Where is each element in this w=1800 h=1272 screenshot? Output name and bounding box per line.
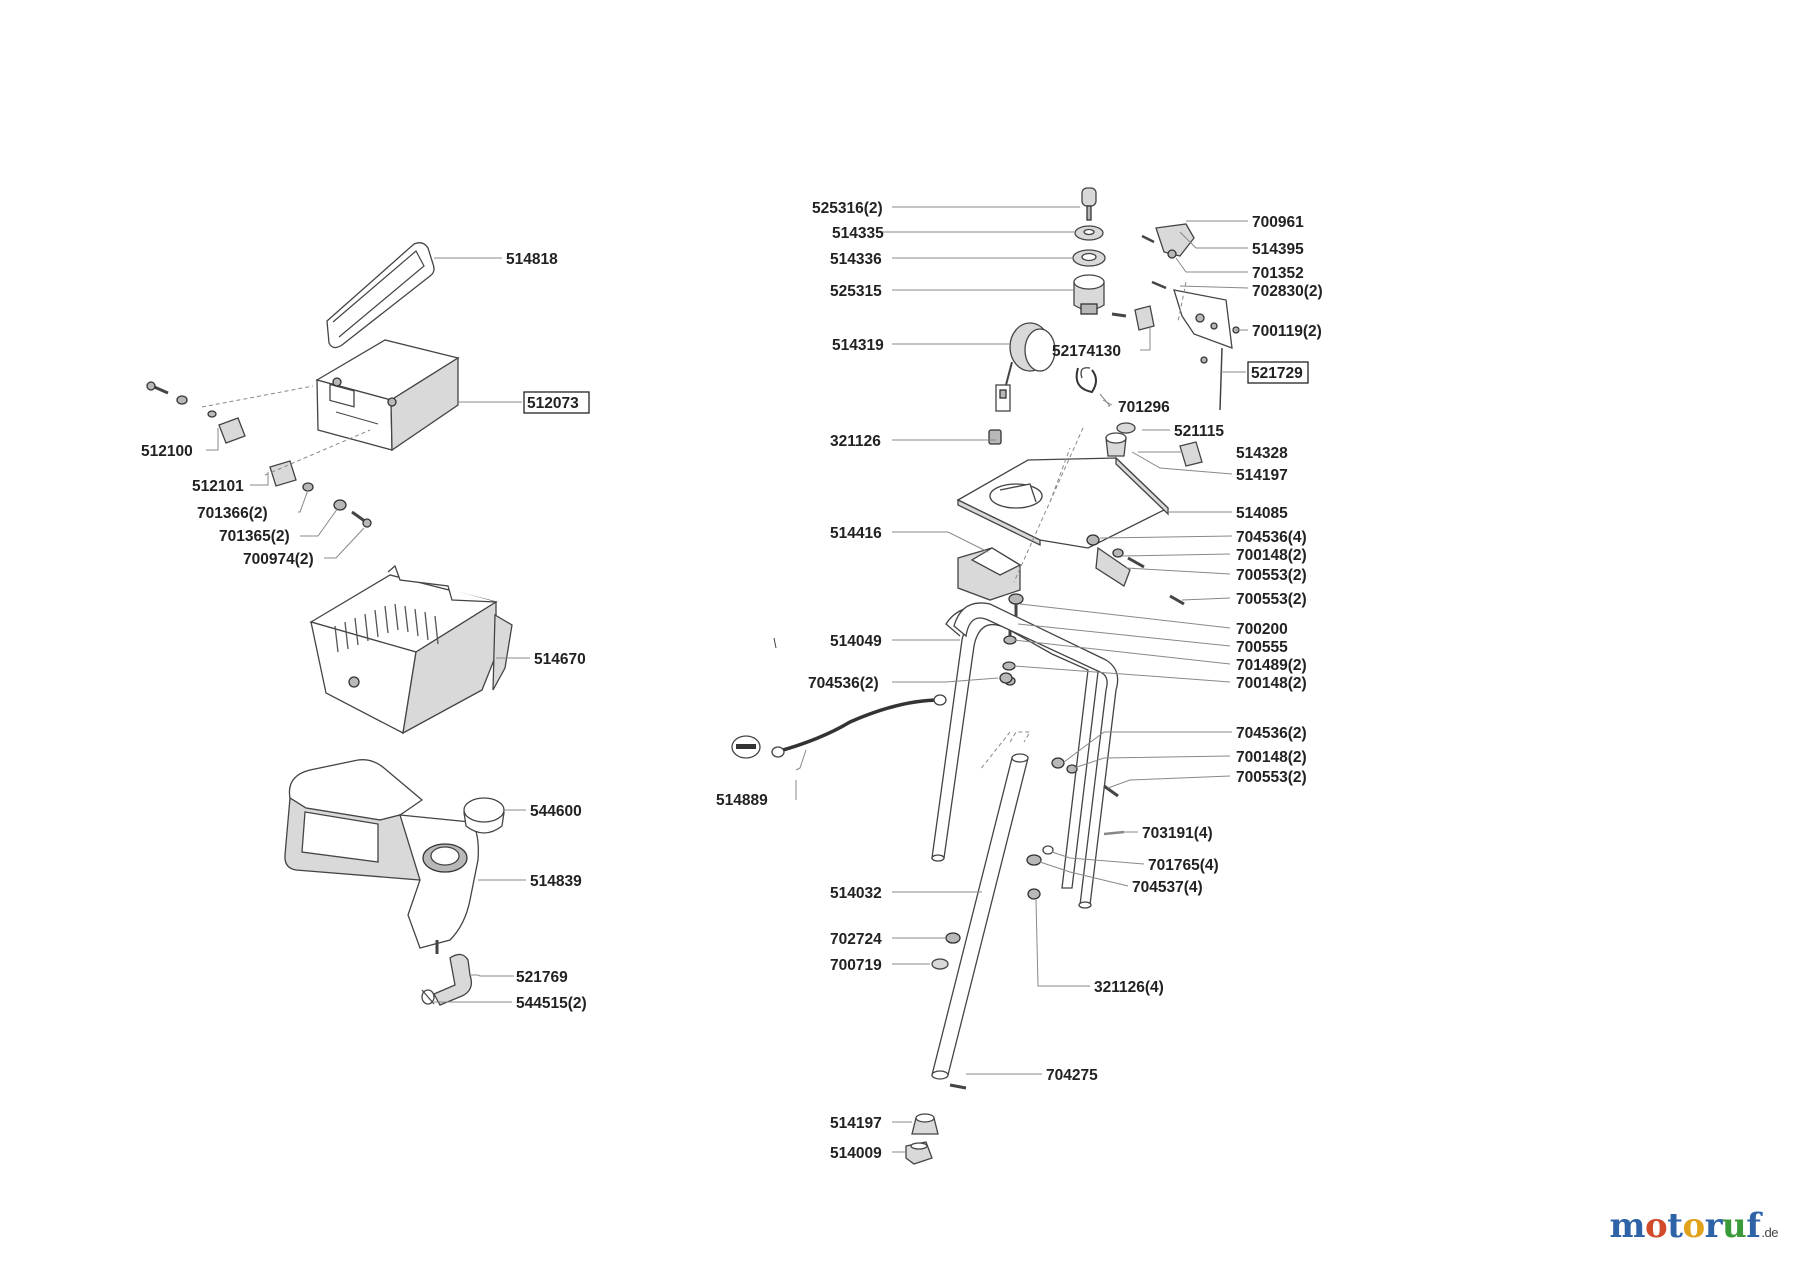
- part-label: 700148(2): [1236, 749, 1307, 766]
- logo-suffix: .de: [1761, 1225, 1778, 1240]
- part-label: 704275: [1046, 1067, 1098, 1084]
- part-label: 701765(4): [1148, 857, 1219, 874]
- logo-letter: o: [1645, 1206, 1668, 1246]
- part-label: 701365(2): [219, 528, 290, 545]
- leader-lines: [206, 206, 1249, 1153]
- part-label: 52174130: [1052, 343, 1121, 360]
- part-label: 512101: [192, 478, 244, 495]
- part-label: 701296: [1118, 399, 1170, 416]
- ignition-switch-drawing: [1072, 187, 1106, 315]
- part-label: 514197: [830, 1115, 882, 1132]
- logo-letter: o: [1682, 1206, 1705, 1246]
- fuel-tank-drawing: [284, 759, 479, 954]
- battery-drawing: [315, 339, 460, 452]
- part-label: 701352: [1252, 265, 1304, 282]
- part-label: 700119(2): [1252, 323, 1322, 340]
- part-label: 525316(2): [812, 200, 883, 217]
- battery-terminal-parts-drawing: [146, 381, 372, 528]
- part-label: 704536(2): [1236, 725, 1307, 742]
- part-label: 321126(4): [1094, 979, 1164, 996]
- part-label: 521729: [1251, 365, 1303, 382]
- buzzer-drawing: [995, 322, 1056, 412]
- part-label: 700555: [1236, 639, 1288, 656]
- part-label: 702724: [830, 931, 882, 948]
- logo-letter: r: [1704, 1206, 1723, 1246]
- part-label: 512100: [141, 443, 193, 460]
- part-label: 702830(2): [1252, 283, 1323, 300]
- part-label: 704536(2): [808, 675, 879, 692]
- part-label: 514839: [530, 873, 582, 890]
- part-label: 514085: [1236, 505, 1288, 522]
- part-labels: 514818 512073 512100 512101 701366(2) 70…: [141, 200, 1323, 1162]
- part-label: 700974(2): [243, 551, 314, 568]
- part-label: 700148(2): [1236, 675, 1307, 692]
- part-label-box: [1247, 361, 1309, 384]
- motoruf-logo: motoruf.de: [1609, 1206, 1779, 1246]
- part-label: 514009: [830, 1145, 882, 1162]
- part-label: 700553(2): [1236, 567, 1307, 584]
- part-label: 544600: [530, 803, 582, 820]
- part-label: 321126: [830, 433, 881, 450]
- part-label: 514416: [830, 525, 882, 542]
- part-label: 544515(2): [516, 995, 587, 1012]
- part-label: 700961: [1252, 214, 1304, 231]
- handle-hardware-drawing: [773, 637, 1125, 1165]
- part-label: 704537(4): [1132, 879, 1203, 896]
- part-label-box: [523, 391, 590, 414]
- dash-panel-drawing: [956, 422, 1203, 601]
- logo-letter: f: [1746, 1206, 1761, 1246]
- part-label: 514818: [506, 251, 558, 268]
- part-label: 521769: [516, 969, 568, 986]
- cable-drawing: [731, 694, 947, 759]
- handle-frame-drawing: [931, 602, 1119, 909]
- fuel-hose-drawing: [421, 953, 473, 1006]
- part-label: 514197: [1236, 467, 1288, 484]
- part-label: 700553(2): [1236, 591, 1307, 608]
- part-label: 521115: [1174, 423, 1224, 440]
- part-label: 525315: [830, 283, 882, 300]
- part-label: 704536(4): [1236, 529, 1307, 546]
- part-label: 514336: [830, 251, 882, 268]
- part-label: 514335: [832, 225, 884, 242]
- battery-tray-drawing: [309, 564, 513, 735]
- part-label: 700200: [1236, 621, 1288, 638]
- part-label: 700553(2): [1236, 769, 1307, 786]
- part-label: 514032: [830, 885, 882, 902]
- part-label: 514889: [716, 792, 768, 809]
- part-label: 514319: [832, 337, 884, 354]
- part-label: 514049: [830, 633, 882, 650]
- logo-letter: t: [1667, 1206, 1683, 1246]
- logo-letter: u: [1722, 1206, 1747, 1246]
- part-label: 703191(4): [1142, 825, 1213, 842]
- part-label: 514328: [1236, 445, 1288, 462]
- part-label: 700148(2): [1236, 547, 1307, 564]
- fuel-cap-drawing: [463, 797, 505, 834]
- part-label: 512073: [527, 395, 579, 412]
- part-label: 700719: [830, 957, 882, 974]
- steering-column-drawing: [931, 731, 1031, 1080]
- logo-letter: m: [1609, 1206, 1646, 1246]
- battery-strap-drawing: [326, 242, 435, 349]
- part-label: 701489(2): [1236, 657, 1307, 674]
- part-label: 514395: [1252, 241, 1304, 258]
- part-label: 701366(2): [197, 505, 268, 522]
- part-label: 514670: [534, 651, 586, 668]
- switch-bracket-parts-drawing: [1075, 223, 1240, 411]
